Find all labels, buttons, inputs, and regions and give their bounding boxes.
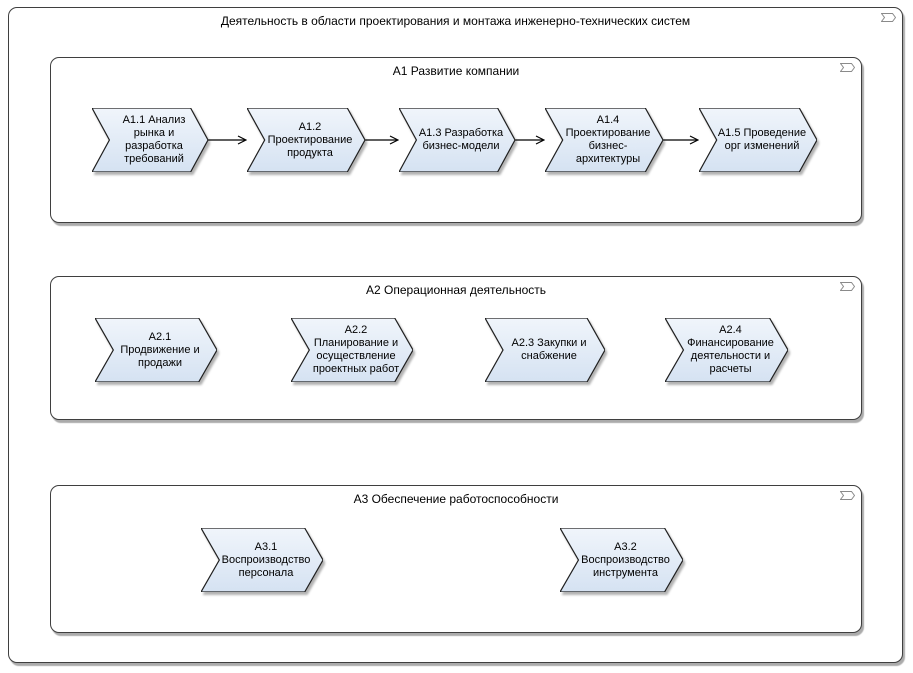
process-shape-a2-1[interactable]: А2.1 Продвижение и продажи <box>95 318 217 382</box>
process-shape-a2-2[interactable]: А2.2 Планирование и осуществление проект… <box>291 318 413 382</box>
process-shape-a2-4[interactable]: А2.4 Финансирование деятельности и расче… <box>665 318 788 382</box>
process-shape-a3-1[interactable]: А3.1 Воспроизводство персонала <box>201 528 323 592</box>
group-a1-title: А1 Развитие компании <box>392 64 520 78</box>
process-shape-label: А2.4 Финансирование деятельности и расче… <box>687 324 774 375</box>
connector-arrow <box>663 134 699 146</box>
process-shape-a2-3[interactable]: А2.3 Закупки и снабжение <box>485 318 605 382</box>
connector-arrow <box>365 134 399 146</box>
process-shape-a3-2[interactable]: А3.2 Воспроизводство инструмента <box>560 528 683 592</box>
process-shape-a1-1[interactable]: А1.1 Анализ рынка и разработка требовани… <box>92 108 208 172</box>
process-marker-icon[interactable] <box>840 282 855 291</box>
diagram-title: Деятельность в области проектирования и … <box>220 14 691 28</box>
process-shape-label: А2.1 Продвижение и продажи <box>120 330 200 369</box>
group-a2-title: А2 Операционная деятельность <box>366 283 546 297</box>
process-shape-label: А3.1 Воспроизводство персонала <box>221 540 311 579</box>
process-shape-label: А1.4 Проектирование бизнес- архитектуры <box>565 114 651 165</box>
process-marker-icon[interactable] <box>840 63 855 72</box>
process-shape-label: А1.1 Анализ рынка и разработка требовани… <box>122 114 186 165</box>
process-shape-label: А1.3 Разработка бизнес-модели <box>418 127 504 152</box>
connector-arrow <box>515 134 545 146</box>
group-a3-container[interactable]: А3 Обеспечение работоспособности <box>50 485 862 633</box>
group-a3-title: А3 Обеспечение работоспособности <box>353 492 559 506</box>
process-shape-a1-4[interactable]: А1.4 Проектирование бизнес- архитектуры <box>545 108 663 172</box>
process-shape-label: А2.3 Закупки и снабжение <box>511 337 587 362</box>
process-shape-label: А2.2 Планирование и осуществление проект… <box>312 324 400 375</box>
process-marker-icon[interactable] <box>840 491 855 500</box>
process-shape-a1-5[interactable]: А1.5 Проведение орг изменений <box>699 108 817 172</box>
process-shape-label: А1.2 Проектирование продукта <box>267 120 353 159</box>
process-shape-label: А3.2 Воспроизводство инструмента <box>581 540 670 579</box>
process-shape-label: А1.5 Проведение орг изменений <box>717 127 807 152</box>
connector-arrow <box>208 134 247 146</box>
process-marker-icon[interactable] <box>881 13 896 22</box>
process-shape-a1-2[interactable]: А1.2 Проектирование продукта <box>247 108 365 172</box>
process-shape-a1-3[interactable]: А1.3 Разработка бизнес-модели <box>399 108 515 172</box>
